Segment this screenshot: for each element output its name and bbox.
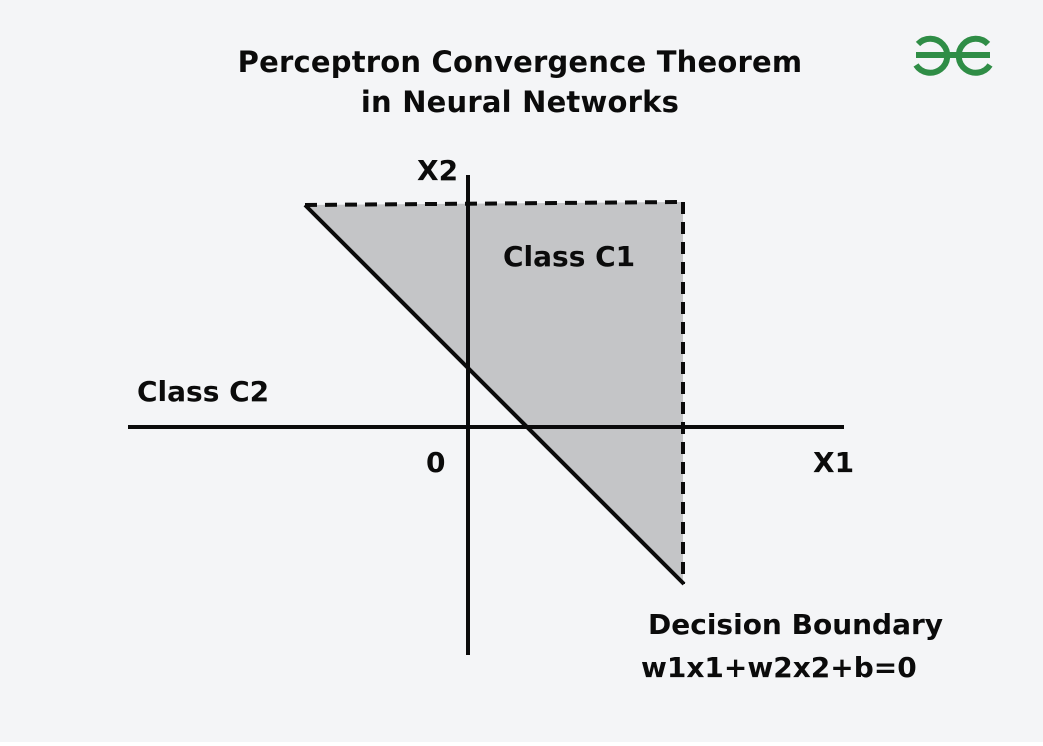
- decision-boundary-label: Decision Boundary: [648, 608, 943, 641]
- class-c1-label: Class C1: [503, 240, 635, 273]
- bottom-band: [0, 742, 1043, 746]
- decision-boundary-line: [303, 203, 686, 586]
- origin-label: 0: [426, 446, 445, 479]
- diagram-title: Perceptron Convergence Theorem in Neural…: [150, 42, 890, 122]
- geeksforgeeks-logo-icon: [913, 35, 993, 76]
- x1-axis-label: X1: [813, 446, 854, 479]
- title-line-2: in Neural Networks: [360, 85, 680, 119]
- x2-axis-label: X2: [417, 154, 458, 187]
- class-c2-label: Class C2: [137, 375, 269, 408]
- title-line-1: Perceptron Convergence Theorem: [237, 45, 803, 79]
- region-top-dashed-edge: [304, 200, 684, 207]
- decision-boundary-equation: w1x1+w2x2+b=0: [641, 651, 917, 684]
